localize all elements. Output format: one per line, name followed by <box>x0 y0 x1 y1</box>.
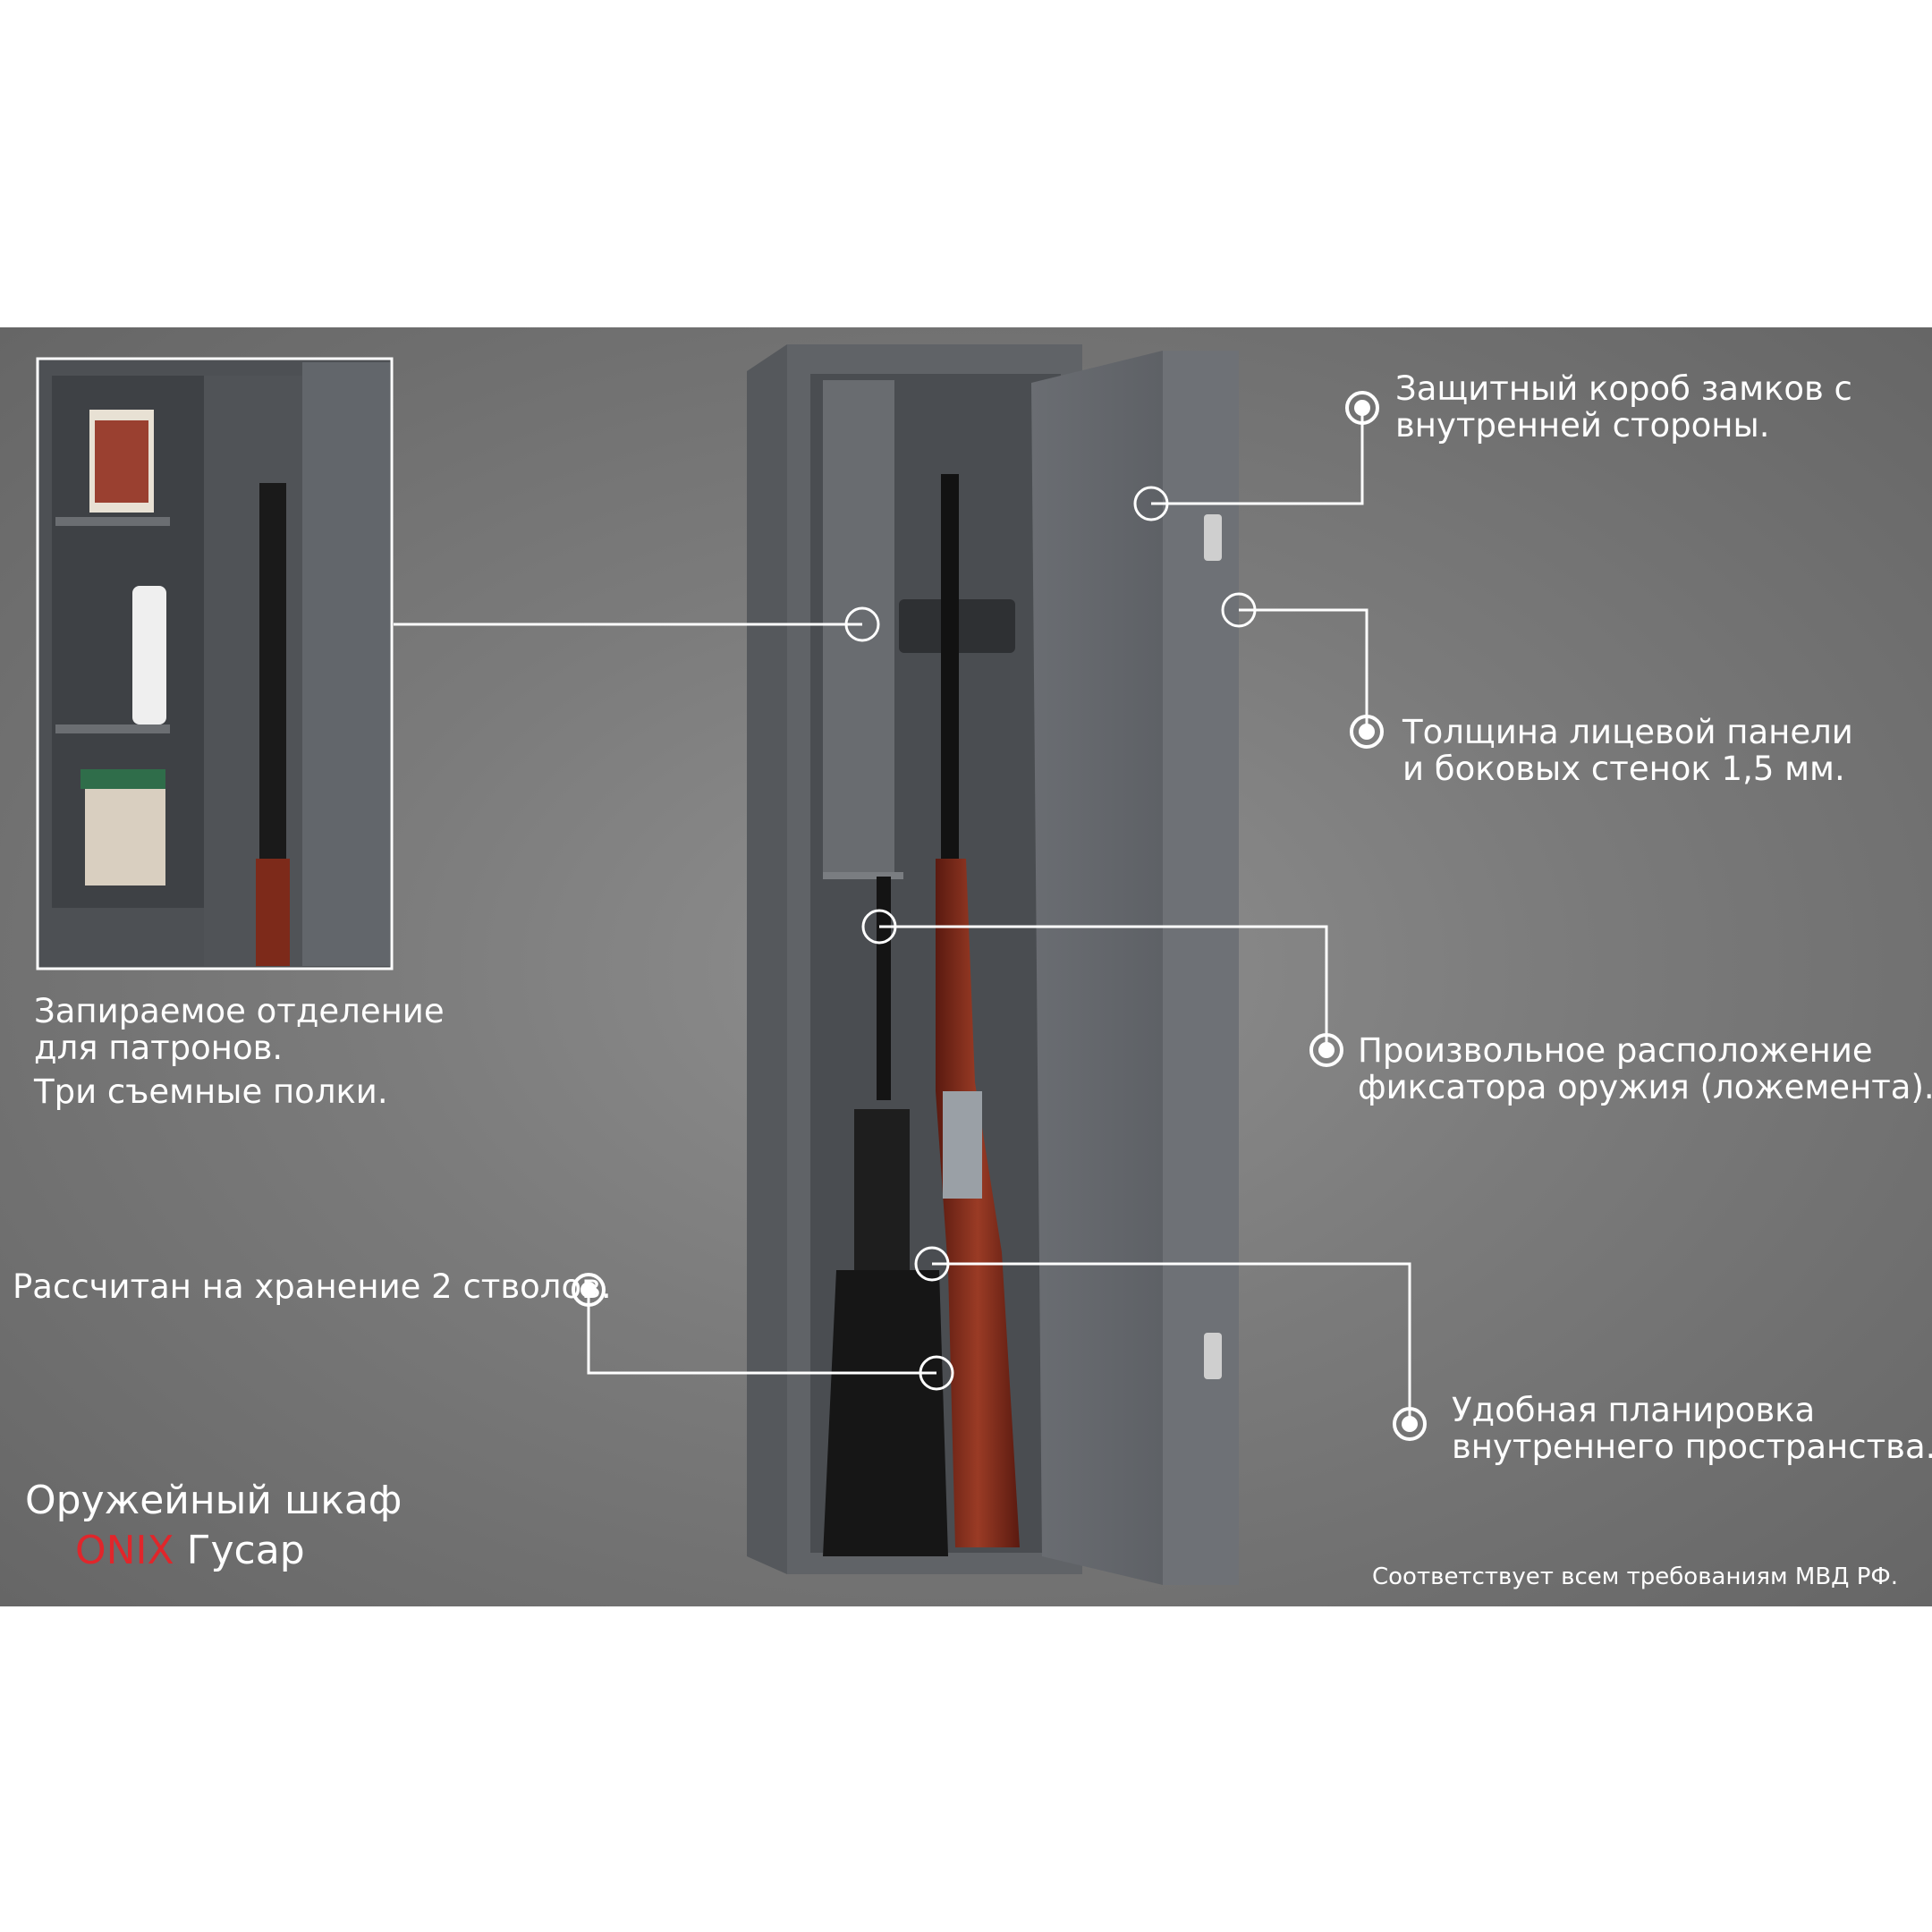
product-title-line2: ONIX Гусар <box>25 1526 402 1576</box>
connector-layout <box>932 1262 1411 1422</box>
cabinet-body <box>747 344 1082 1574</box>
callout-capacity: Рассчитан на хранение 2 стволов. <box>13 1268 612 1305</box>
marker-ring-lock-box-door <box>1133 486 1169 521</box>
callout-ammo-line1: Запираемое отделение <box>34 992 445 1030</box>
callout-layout: Удобная планировка внутреннего пространс… <box>1452 1392 1932 1465</box>
connector-lock-box <box>1151 408 1364 505</box>
connector-capacity <box>587 1290 936 1375</box>
bullet-thickness <box>1350 715 1384 749</box>
connector-mount <box>879 925 1328 1050</box>
callout-mount-line2: фиксатора оружия (ложемента). <box>1358 1068 1932 1106</box>
bullet-layout <box>1393 1407 1427 1441</box>
callout-capacity-line1: Рассчитан на хранение 2 стволов. <box>13 1267 612 1306</box>
callout-ammo: Запираемое отделение для патронов. Три с… <box>34 993 445 1110</box>
callout-lock-box-line1: Защитный короб замков с <box>1395 369 1852 408</box>
bullet-capacity <box>572 1273 606 1307</box>
marker-ring-thickness-door <box>1221 592 1257 628</box>
callout-layout-line2: внутреннего пространства. <box>1452 1428 1932 1466</box>
marker-ring-mount-cabinet <box>861 909 897 945</box>
callout-mount: Произвольное расположение фиксатора оруж… <box>1358 1032 1932 1106</box>
callout-lock-box-line2: внутренней стороны. <box>1395 406 1770 445</box>
model-name: Гусар <box>186 1528 305 1573</box>
cabinet-door <box>1031 351 1239 1585</box>
callout-mount-line1: Произвольное расположение <box>1358 1031 1873 1070</box>
compliance-note: Соответствует всем требованиям МВД РФ. <box>1372 1563 1899 1590</box>
callout-thickness: Толщина лицевой панели и боковых стенок … <box>1402 714 1853 787</box>
callout-thickness-line1: Толщина лицевой панели <box>1402 713 1853 751</box>
product-title: Оружейный шкаф ONIX Гусар <box>25 1476 402 1576</box>
callout-connectors <box>394 408 1411 1422</box>
callout-ammo-line3: Три съемные полки. <box>34 1072 388 1111</box>
marker-ring-capacity-cabinet <box>919 1355 954 1391</box>
callout-markers <box>572 391 1427 1441</box>
marker-ring-ammo-cabinet <box>844 606 880 642</box>
ammo-compartment-photo <box>36 357 394 970</box>
connector-thickness <box>1239 608 1368 732</box>
bullet-lock-box <box>1345 391 1379 425</box>
brand-name: ONIX <box>75 1528 174 1573</box>
callout-layout-line1: Удобная планировка <box>1452 1391 1816 1429</box>
callout-thickness-line2: и боковых стенок 1,5 мм. <box>1402 750 1845 788</box>
callout-lock-box: Защитный короб замков с внутренней сторо… <box>1395 370 1852 444</box>
callout-ammo-line2: для патронов. <box>34 1029 284 1067</box>
bullet-mount <box>1309 1033 1343 1067</box>
product-title-line1: Оружейный шкаф <box>25 1478 402 1523</box>
marker-ring-layout-cabinet <box>914 1246 950 1282</box>
